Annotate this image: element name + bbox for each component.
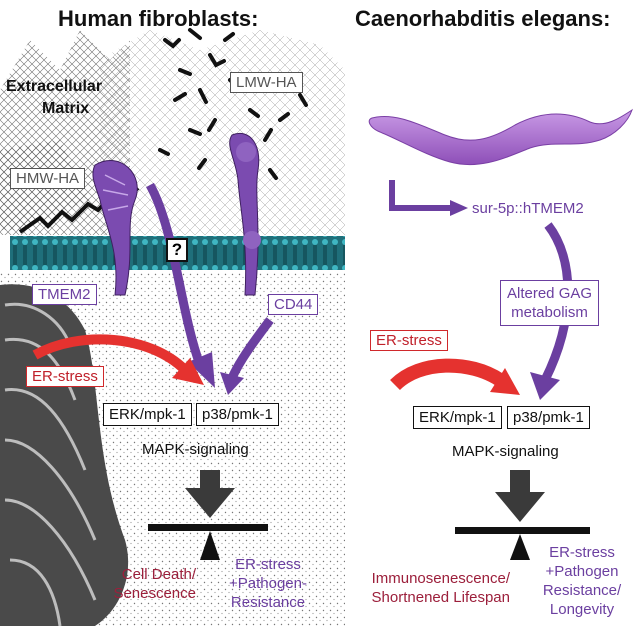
worm bbox=[368, 108, 633, 166]
left-outcome-bad: Cell Death/ Senescence bbox=[98, 565, 196, 603]
promoter-arrowhead bbox=[450, 200, 468, 216]
left-balance-fulcrum bbox=[200, 531, 220, 560]
left-outcome-bad-line1: Cell Death/ bbox=[121, 566, 196, 583]
left-purple-arrows bbox=[146, 182, 274, 380]
right-outcome-bad-line1: Immunosenescence/ bbox=[371, 570, 510, 587]
right-outcome-good-line4: Longevity bbox=[549, 601, 615, 618]
left-arrowhead-b bbox=[220, 372, 244, 395]
right-outcome-good: ER-stress +Pathogen Resistance/ Longevit… bbox=[532, 543, 632, 619]
left-outcome-good-line3: Resistance bbox=[230, 594, 306, 611]
right-mapk-label: MAPK-signaling bbox=[452, 443, 559, 460]
left-down-arrow bbox=[185, 470, 235, 518]
right-p38-box: p38/pmk-1 bbox=[507, 406, 590, 429]
left-mapk-label: MAPK-signaling bbox=[142, 441, 249, 458]
right-outcome-good-line3: Resistance/ bbox=[542, 582, 622, 599]
left-p38-box: p38/pmk-1 bbox=[196, 403, 279, 426]
right-balance-fulcrum bbox=[510, 534, 530, 560]
promoter-label: sur-5p::hTMEM2 bbox=[472, 200, 584, 217]
left-outcome-bad-line2: Senescence bbox=[113, 585, 196, 602]
ecm-label-line1: Extracellular bbox=[6, 78, 103, 95]
gag-box: Altered GAG metabolism bbox=[500, 280, 600, 326]
right-title: Caenorhabditis elegans: bbox=[355, 6, 611, 31]
lmw-ha-label: LMW-HA bbox=[230, 72, 303, 93]
tmem2-protein bbox=[92, 159, 138, 296]
left-erk-box: ERK/mpk-1 bbox=[103, 403, 192, 426]
right-er-stress-label: ER-stress bbox=[370, 330, 448, 351]
left-outcome-good-line2: +Pathogen- bbox=[229, 575, 307, 592]
right-outcome-bad-line2: Shortnened Lifespan bbox=[371, 589, 510, 606]
left-er-stress-arrowhead bbox=[172, 358, 204, 385]
left-arrowhead-a bbox=[188, 352, 215, 388]
right-er-stress-arrowhead bbox=[490, 368, 520, 395]
left-outcome-good: ER-stress +Pathogen- Resistance bbox=[222, 555, 314, 612]
tmem2-label: TMEM2 bbox=[32, 284, 97, 305]
left-outcome-good-line1: ER-stress bbox=[235, 556, 301, 573]
ecm-label-line2: Matrix bbox=[42, 100, 90, 117]
cd44-protein bbox=[229, 133, 261, 296]
right-balance-beam bbox=[455, 527, 590, 534]
promoter-arrow bbox=[389, 180, 452, 211]
right-outcome-bad: Immunosenescence/ Shortnened Lifespan bbox=[340, 569, 510, 607]
right-down-arrow bbox=[495, 470, 545, 522]
right-purple-arrowhead bbox=[530, 372, 560, 400]
right-er-stress-arrow bbox=[390, 358, 504, 391]
right-outcome-good-line2: +Pathogen bbox=[545, 563, 619, 580]
left-balance-beam bbox=[148, 524, 268, 531]
right-erk-box: ERK/mpk-1 bbox=[413, 406, 502, 429]
left-er-stress-label: ER-stress bbox=[26, 366, 104, 387]
gag-label-line1: Altered GAG bbox=[507, 285, 593, 302]
hmw-ha-label: HMW-HA bbox=[10, 168, 86, 189]
cd44-label: CD44 bbox=[268, 294, 319, 315]
left-title: Human fibroblasts: bbox=[58, 6, 259, 31]
gag-label-line2: metabolism bbox=[511, 304, 588, 321]
question-mark-box: ? bbox=[166, 238, 188, 262]
extracellular-matrix-mesh bbox=[0, 30, 345, 235]
right-outcome-good-line1: ER-stress bbox=[549, 544, 615, 561]
left-er-stress-arrow bbox=[32, 334, 189, 374]
